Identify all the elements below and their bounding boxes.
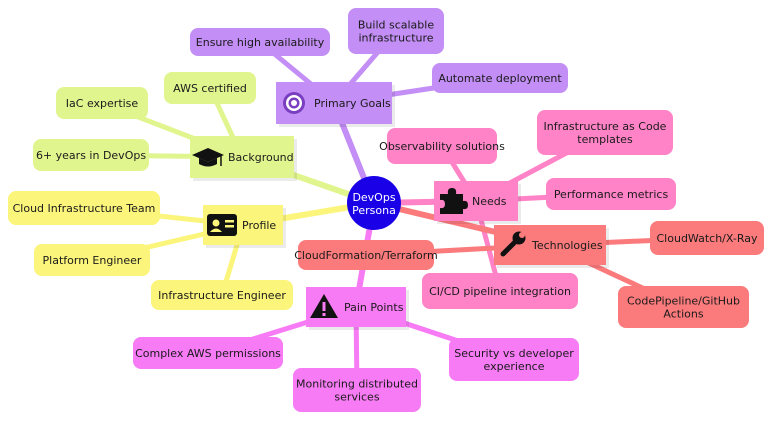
pain-points-child-node: Complex AWS permissions [133,337,283,369]
pain-points-label: Pain Points [344,301,404,314]
root-label-line: DevOps [352,191,395,204]
node-shape [422,273,578,309]
node-label-line: Ensure high availability [196,36,325,49]
pain-points-node: Pain Points [306,287,409,330]
primary-goals-node: Primary Goals [276,82,395,127]
needs-label: Needs [472,195,507,208]
id-card-icon [207,214,237,236]
background-child-node: AWS certified [164,72,256,104]
root-circle [347,176,401,230]
node-label-line: CloudWatch/X-Ray [657,232,758,245]
node-shape [618,286,749,328]
node-label-line: AWS certified [173,82,247,95]
node-label-line: Infrastructure as Code [544,120,667,133]
node-shape [8,191,160,225]
node-shape [537,110,673,155]
node-label-line: Complex AWS permissions [135,347,281,360]
technologies-node: Technologies [494,225,609,268]
node-label-line: Cloud Infrastructure Team [13,202,156,215]
node-shape [56,87,148,119]
node-label-line: Infrastructure Engineer [158,289,286,302]
node-label-line: Build scalable [358,19,434,32]
warning-icon [310,294,338,318]
technologies-child-node: CloudWatch/X-Ray [650,221,764,255]
node-shape [33,139,149,171]
node-label-line: IaC expertise [66,97,139,110]
node-shape [546,178,676,210]
node-label-line: Monitoring distributed [296,378,418,391]
node-shape [432,63,568,93]
node-label-line: experience [484,360,545,373]
technologies-child-node: CloudFormation/Terraform [294,240,438,270]
node-label-line: templates [577,133,633,146]
primary-goals-child-node: Automate deployment [432,63,568,93]
node-shape [293,368,421,412]
node-shape [190,28,330,56]
node-shape [151,280,293,310]
node-label-line: Platform Engineer [43,254,142,267]
profile-child-node: Infrastructure Engineer [151,280,293,310]
node-shape [34,244,150,276]
node-label-line: Performance metrics [554,188,669,201]
graduation-cap-icon [192,148,224,167]
node-shape [387,128,497,164]
node-label-line: 6+ years in DevOps [36,149,146,162]
node-label-line: services [334,391,379,404]
profile-child-node: Cloud Infrastructure Team [8,191,160,225]
needs-child-node: Performance metrics [546,178,676,210]
background-child-node: IaC expertise [56,87,148,119]
node-shape [348,8,444,54]
node-label-line: CI/CD pipeline integration [429,285,571,298]
nodes: Ensure high availability Build scalablein… [8,8,764,412]
primary-goals-label: Primary Goals [314,97,391,110]
profile-label: Profile [242,219,276,232]
target-icon [283,92,305,114]
puzzle-icon [440,188,468,214]
node-shape [298,240,434,270]
node-shape [133,337,283,369]
node-shape [650,221,764,255]
node-shape [449,338,579,381]
node-label-line: Security vs developer [454,347,574,360]
background-node: Background [190,136,297,181]
technologies-label: Technologies [531,239,603,252]
background-child-node: 6+ years in DevOps [33,139,149,171]
wrench-icon [500,231,526,257]
node-label-line: Automate deployment [438,72,562,85]
primary-goals-child-node: Ensure high availability [190,28,330,56]
node-label-line: CodePipeline/GitHub [627,295,740,308]
node-shape [164,72,256,104]
needs-child-node: Observability solutions [379,128,505,164]
root-label-line: Persona [352,204,396,217]
needs-child-node: CI/CD pipeline integration [422,273,578,309]
profile-node: Profile [203,205,286,248]
node-label-line: Observability solutions [379,140,505,153]
needs-node: Needs [434,181,521,224]
profile-child-node: Platform Engineer [34,244,150,276]
node-label-line: infrastructure [358,32,433,45]
background-label: Background [228,151,294,164]
node-label-line: Actions [663,308,703,321]
node-label-line: CloudFormation/Terraform [294,249,438,262]
